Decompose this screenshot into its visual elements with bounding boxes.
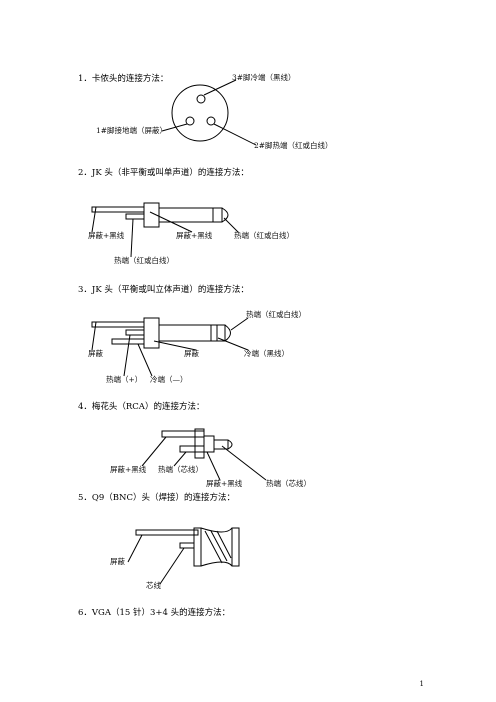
xlr-pin3-label: 3#脚冷端（黑线） — [232, 73, 296, 82]
jk-stereo-diagram — [91, 317, 249, 377]
bnc-core-label: 芯线 — [146, 581, 161, 590]
xlr-pin1-label: 1#脚接地端（屏蔽） — [96, 126, 168, 135]
page-number: 1 — [419, 680, 424, 688]
jk-mono-diagram — [91, 202, 239, 258]
section-3-heading: 3．JK 头（平衡或叫立体声道）的连接方法： — [78, 285, 249, 295]
jk-mono-hot-label-2: 热端（红或白线） — [114, 256, 174, 265]
jk-stereo-cold-label-1: 冷端（黑线） — [244, 349, 289, 358]
jk-stereo-shield-label-1: 屏蔽 — [88, 349, 103, 358]
bnc-diagram — [127, 527, 240, 585]
section-5-heading: 5．Q9（BNC）头（焊接）的连接方法： — [78, 493, 235, 503]
section-6-heading: 6．VGA（15 针）3+4 头的连接方法： — [78, 608, 231, 618]
rca-hot-label-1: 热端（芯线） — [158, 465, 203, 474]
xlr-diagram — [161, 79, 257, 146]
rca-shield-label-2: 屏蔽+黑线 — [206, 479, 243, 488]
jk-stereo-cold-label-2: 冷端（—） — [150, 375, 188, 384]
section-4-heading: 4．梅花头（RCA）的连接方法： — [78, 402, 205, 412]
jk-mono-hot-label-1: 热端（红或白线） — [234, 231, 294, 240]
rca-diagram — [141, 428, 267, 481]
jk-stereo-hot-label-1: 热端（红或白线） — [246, 310, 306, 319]
jk-stereo-shield-label-2: 屏蔽 — [184, 349, 199, 358]
jk-mono-shield-label-2: 屏蔽+黑线 — [176, 231, 213, 240]
section-2-heading: 2．JK 头（非平衡或叫单声道）的连接方法： — [78, 168, 249, 178]
section-1-heading: 1．卡侬头的连接方法： — [78, 74, 169, 84]
jk-mono-shield-label-1: 屏蔽+黑线 — [88, 231, 125, 240]
rca-hot-label-2: 热端（芯线） — [266, 479, 311, 488]
rca-shield-label-1: 屏蔽+黑线 — [110, 465, 147, 474]
xlr-pin2-label: 2#脚热端（红或白线） — [254, 141, 333, 150]
jk-stereo-hot-label-2: 热端（+） — [106, 375, 143, 384]
bnc-shield-label: 屏蔽 — [110, 557, 125, 566]
